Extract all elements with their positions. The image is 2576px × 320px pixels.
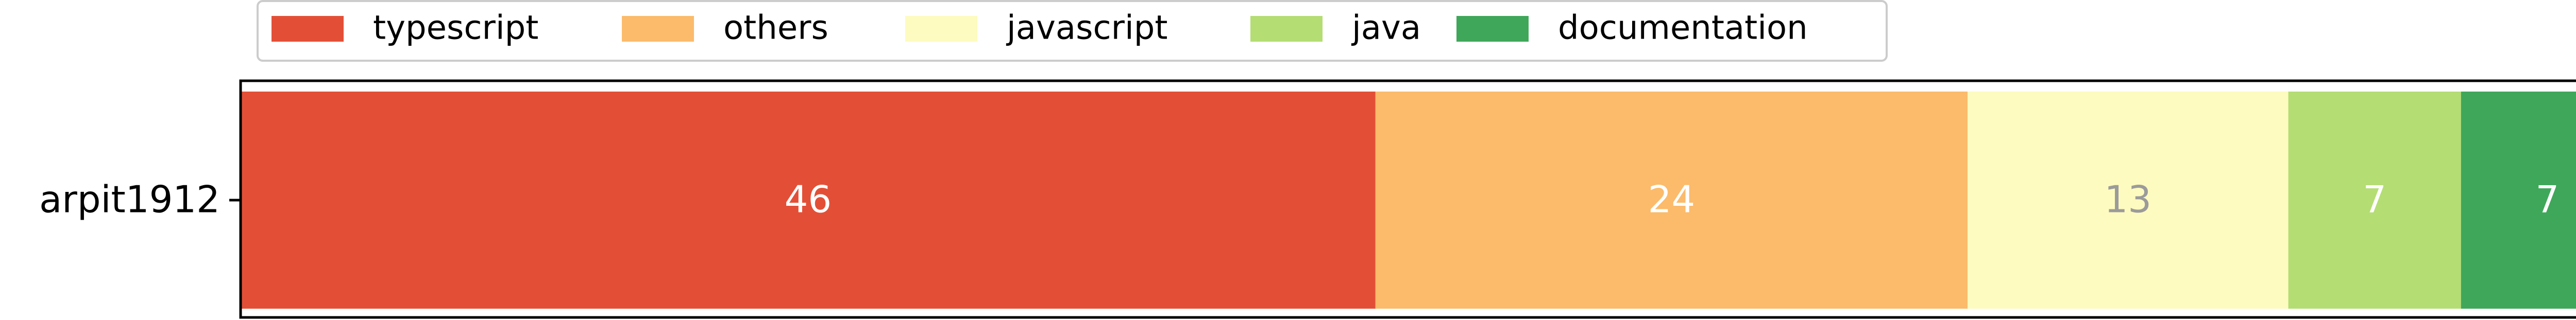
legend-label-documentation: documentation: [1558, 9, 1808, 47]
bar-value-label-documentation: 7: [2535, 178, 2559, 221]
plot-area: 46 24 13 7 7: [241, 92, 2576, 309]
bar-segment-typescript: [241, 92, 1376, 309]
legend-swatch-others: [622, 16, 694, 42]
legend-label-others: others: [723, 9, 828, 47]
legend: typescript others javascript java documentat…: [257, 0, 1888, 62]
legend-swatch-typescript: [272, 16, 344, 42]
y-tick-label: arpit1912: [39, 178, 220, 221]
y-axis: arpit1912: [39, 178, 241, 221]
legend-swatch-documentation: [1456, 16, 1529, 42]
legend-label-javascript: javascript: [1006, 9, 1167, 47]
bar-segment-documentation: [2461, 92, 2576, 309]
bar-segment-java: [2288, 92, 2461, 309]
bar-value-label-javascript: 13: [2105, 178, 2152, 221]
bar-segment-javascript: [1968, 92, 2289, 309]
bar-value-label-java: 7: [2363, 178, 2386, 221]
bar-segment-others: [1375, 92, 1968, 309]
legend-swatch-java: [1250, 16, 1323, 42]
bar-value-label-typescript: 46: [785, 178, 832, 221]
legend-label-typescript: typescript: [373, 9, 538, 47]
legend-label-java: java: [1351, 9, 1421, 47]
bar-value-label-others: 24: [1648, 178, 1696, 221]
legend-swatch-javascript: [905, 16, 977, 42]
